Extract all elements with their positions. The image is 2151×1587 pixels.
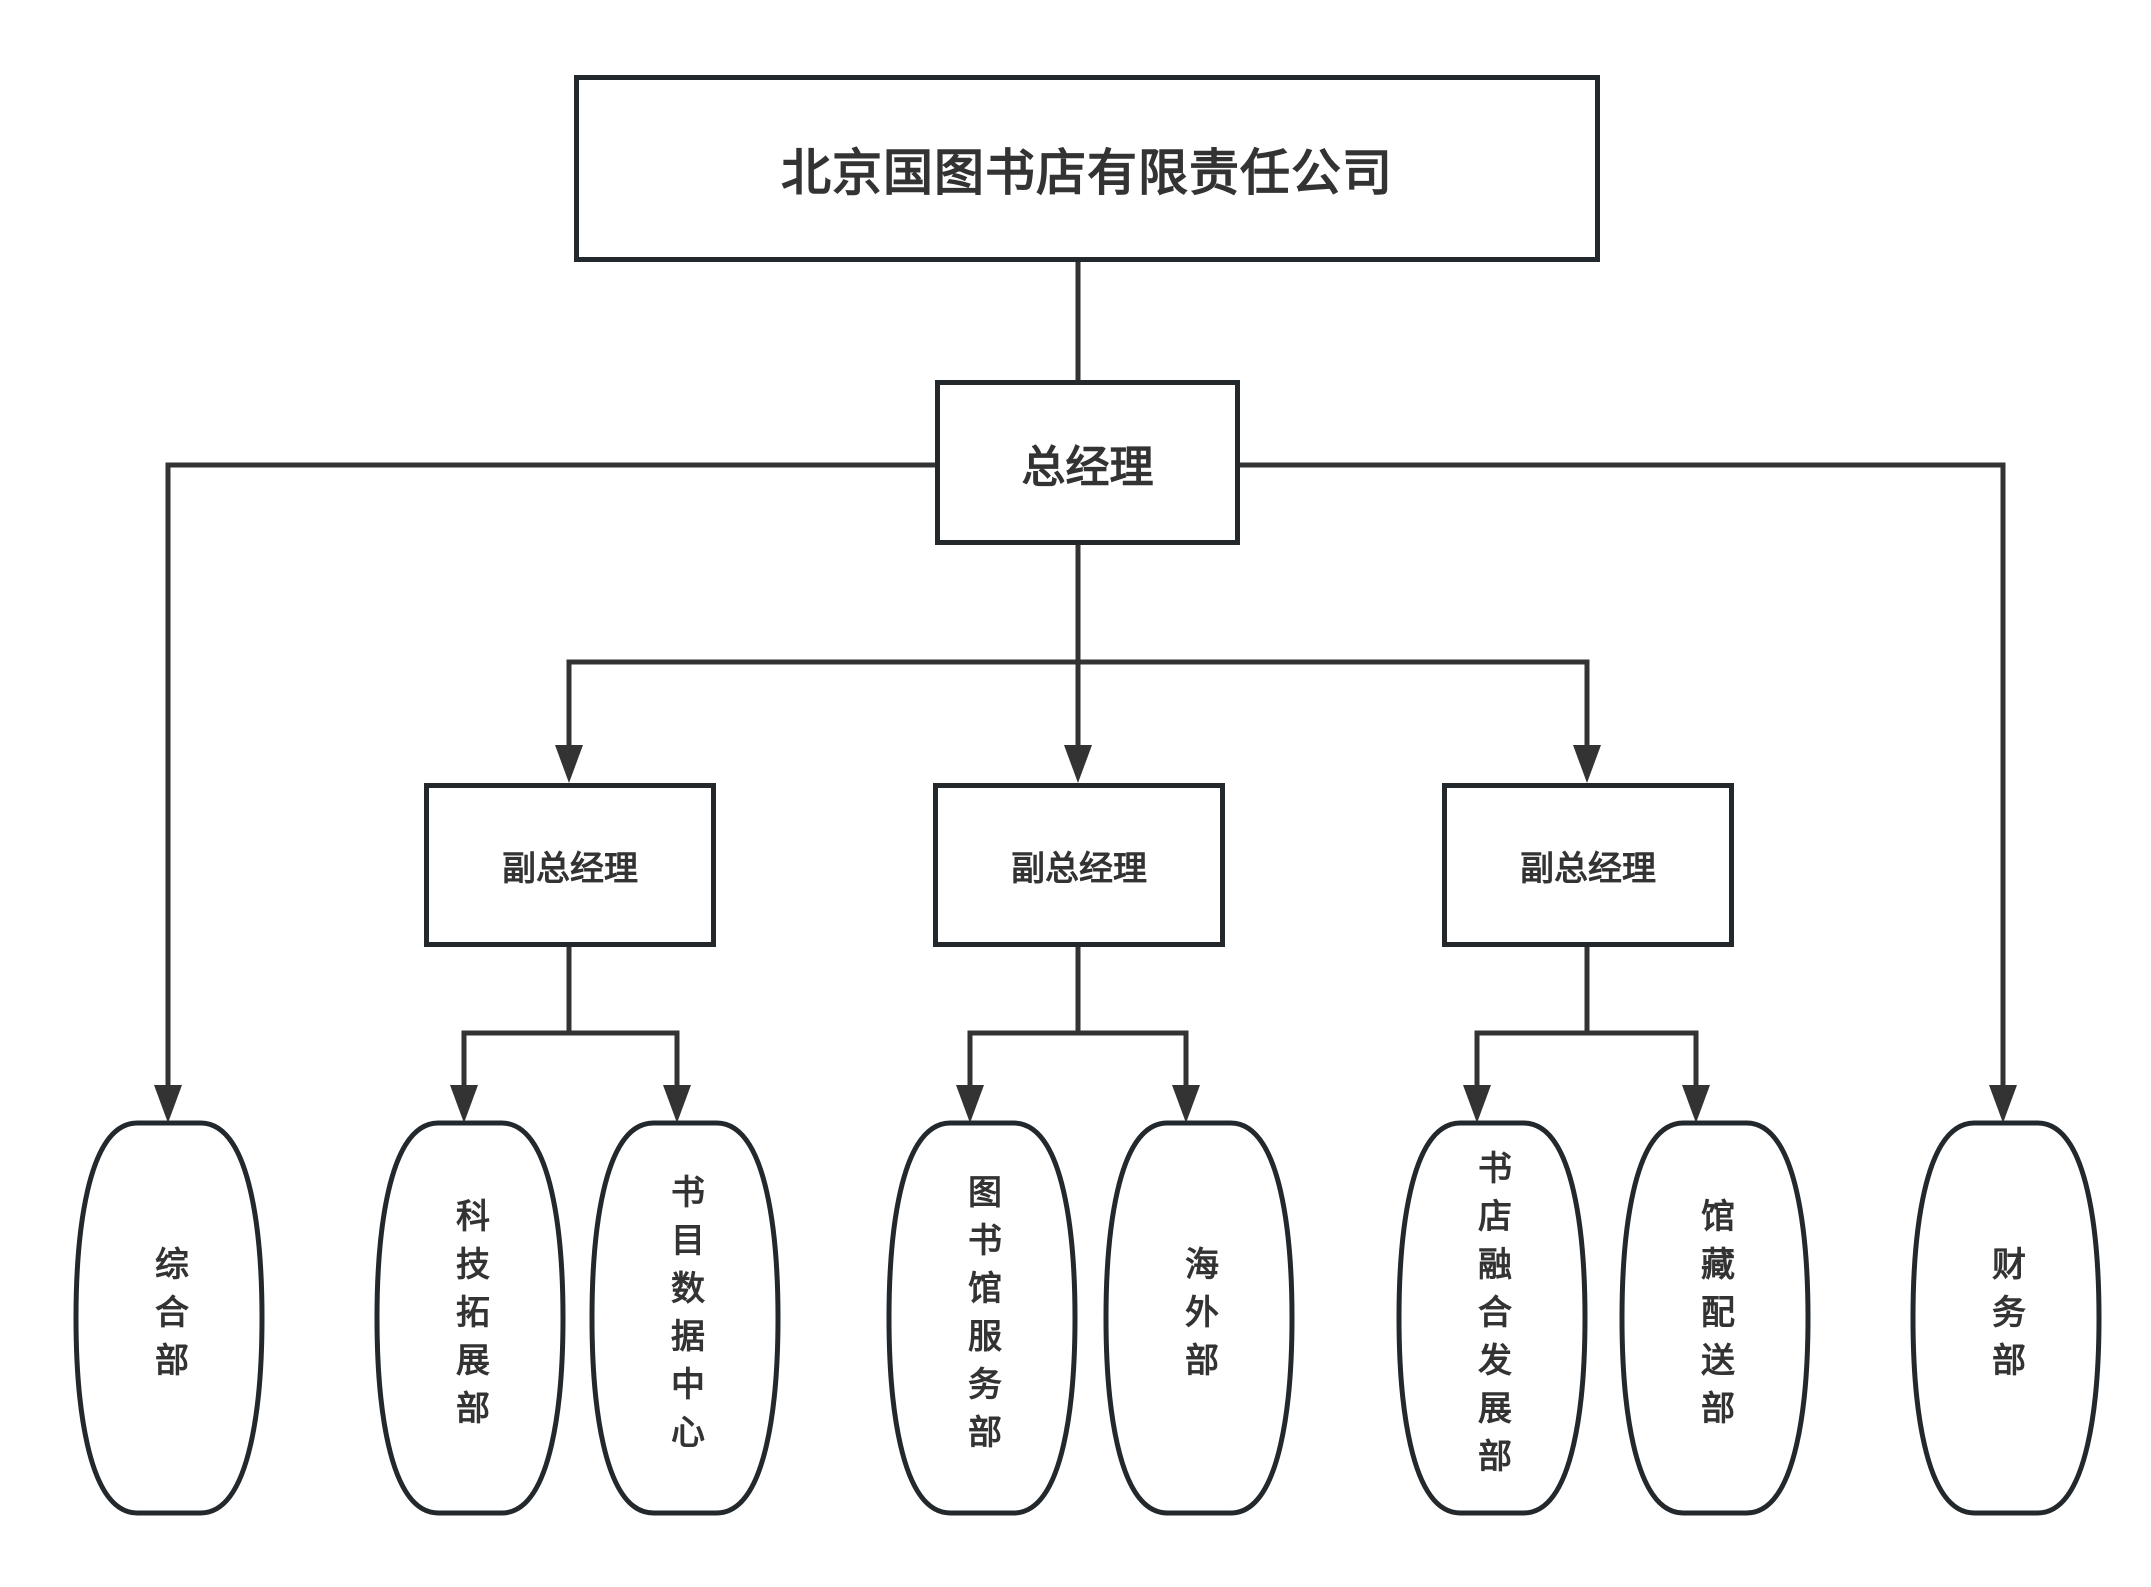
- department-general-affairs[interactable]: 综合部: [74, 1121, 264, 1515]
- arrow-finance: [1989, 1085, 2017, 1123]
- department-library-service[interactable]: 图书馆服务部: [887, 1121, 1077, 1515]
- leaf-shape-tech-expansion: [374, 1120, 566, 1516]
- arrow-vp-2-right-dept: [1172, 1085, 1200, 1123]
- vice-manager-label: 副总经理: [1011, 848, 1147, 889]
- arrow-vp-2: [1064, 745, 1092, 783]
- arrow-vp-3-right-dept: [1682, 1085, 1710, 1123]
- department-label: 馆藏配送部: [1694, 1198, 1735, 1438]
- department-label: 财务部: [1985, 1246, 2026, 1390]
- general-manager-node[interactable]: 总经理: [935, 380, 1240, 545]
- department-label: 书目数据中心: [664, 1174, 705, 1462]
- department-label: 书店融合发展部: [1471, 1150, 1512, 1486]
- leaf-shape-library-service: [886, 1120, 1078, 1516]
- vice-manager-label: 副总经理: [502, 848, 638, 889]
- leaf-shape-finance: [1910, 1120, 2102, 1516]
- department-bookstore-integration[interactable]: 书店融合发展部: [1397, 1121, 1587, 1515]
- department-collection-delivery[interactable]: 馆藏配送部: [1620, 1121, 1810, 1515]
- vice-manager-node-2[interactable]: 副总经理: [933, 783, 1225, 947]
- vice-manager-label: 副总经理: [1520, 848, 1656, 889]
- leaf-shape-general-affairs: [73, 1120, 265, 1516]
- arrow-vp-3-left-dept: [1463, 1085, 1491, 1123]
- arrow-vp-1: [555, 745, 583, 783]
- leaf-shape-bibliographic-data: [589, 1120, 781, 1516]
- arrow-vp-3: [1573, 745, 1601, 783]
- leaf-shape-collection-delivery: [1619, 1120, 1811, 1516]
- general-manager-label: 总经理: [1021, 441, 1154, 493]
- department-label: 科技拓展部: [449, 1198, 490, 1438]
- department-finance[interactable]: 财务部: [1911, 1121, 2101, 1515]
- department-label: 图书馆服务部: [961, 1174, 1002, 1462]
- vice-manager-node-1[interactable]: 副总经理: [424, 783, 716, 947]
- department-label: 综合部: [148, 1246, 189, 1390]
- department-overseas[interactable]: 海外部: [1104, 1121, 1294, 1515]
- department-tech-expansion[interactable]: 科技拓展部: [375, 1121, 565, 1515]
- arrow-vp-1-left-dept: [450, 1085, 478, 1123]
- department-label: 海外部: [1178, 1246, 1219, 1390]
- vice-manager-node-3[interactable]: 副总经理: [1442, 783, 1734, 947]
- leaf-shape-bookstore-integration: [1396, 1120, 1588, 1516]
- arrow-vp-2-left-dept: [956, 1085, 984, 1123]
- leaf-shape-overseas: [1103, 1120, 1295, 1516]
- company-name: 北京国图书店有限责任公司: [781, 143, 1393, 202]
- department-bibliographic-data[interactable]: 书目数据中心: [590, 1121, 780, 1515]
- arrow-vp-1-right-dept: [663, 1085, 691, 1123]
- arrow-general-affairs: [154, 1085, 182, 1123]
- company-node[interactable]: 北京国图书店有限责任公司: [574, 75, 1600, 262]
